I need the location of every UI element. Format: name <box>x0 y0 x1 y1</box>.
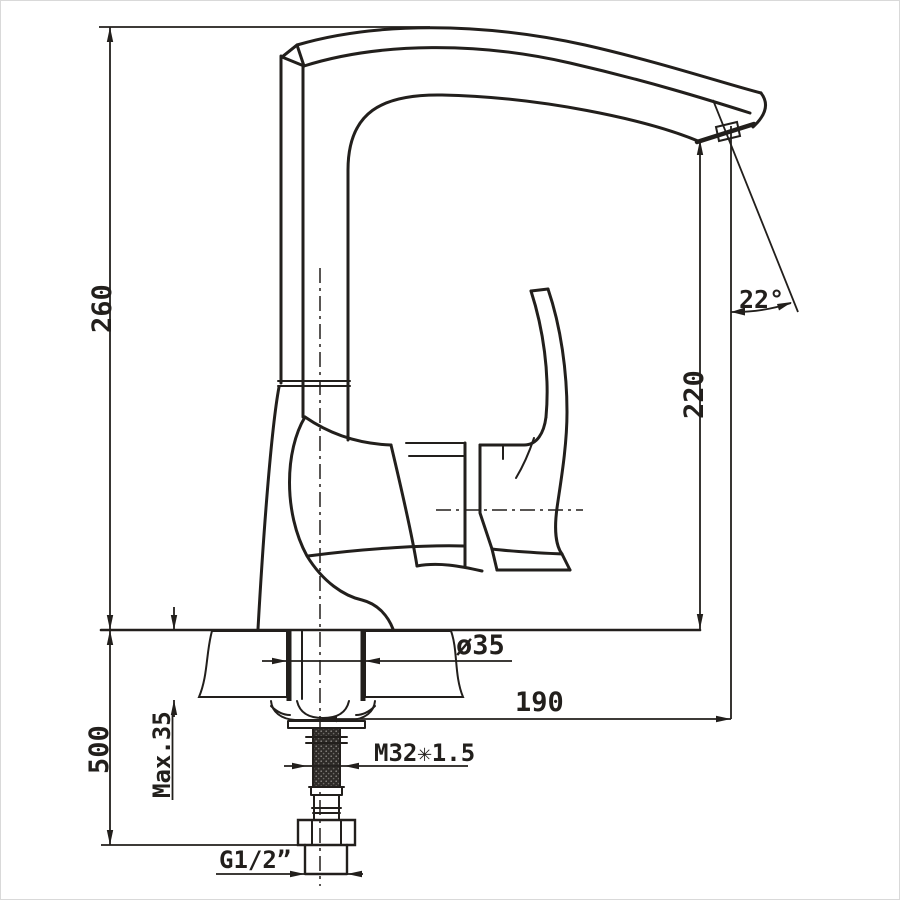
inlet-pipe <box>303 843 349 876</box>
faucet-body <box>256 385 484 631</box>
dim-500: 500 <box>84 630 115 845</box>
dim-reach-190-label: 190 <box>515 687 564 718</box>
dim-angle-22: 22° <box>712 99 799 719</box>
dim-500-label: 500 <box>84 725 115 774</box>
dim-angle-22-label: 22° <box>739 285 784 314</box>
faucet-handle <box>478 287 572 572</box>
dim-inlet-g12: G1/2” <box>216 846 363 878</box>
under-counter-hardware <box>270 700 376 876</box>
dim-thread-m32-label: M32✳1.5 <box>374 739 475 767</box>
dim-max35: Max.35 <box>148 607 178 800</box>
faucet-spout <box>277 26 767 442</box>
dim-inlet-g12-label: G1/2” <box>219 846 291 874</box>
dim-hole-dia: ø35 <box>262 630 512 665</box>
dim-max35-label: Max.35 <box>148 711 176 798</box>
dim-thread-m32: M32✳1.5 <box>284 739 475 770</box>
dim-260-label: 260 <box>87 284 118 333</box>
countertop-hatch-left <box>197 630 288 698</box>
dim-height-220: 220 <box>679 140 710 629</box>
dim-height-220-label: 220 <box>679 370 710 419</box>
angle-slant-line <box>712 99 799 313</box>
dim-reach-190: 190 <box>322 687 731 723</box>
dim-260: 260 <box>87 27 118 845</box>
hex-nut <box>296 818 357 847</box>
countertop-section <box>99 628 702 701</box>
dim-hole-dia-label: ø35 <box>456 630 505 661</box>
countertop-hatch-right <box>364 630 465 698</box>
aerator-icon <box>714 120 742 143</box>
